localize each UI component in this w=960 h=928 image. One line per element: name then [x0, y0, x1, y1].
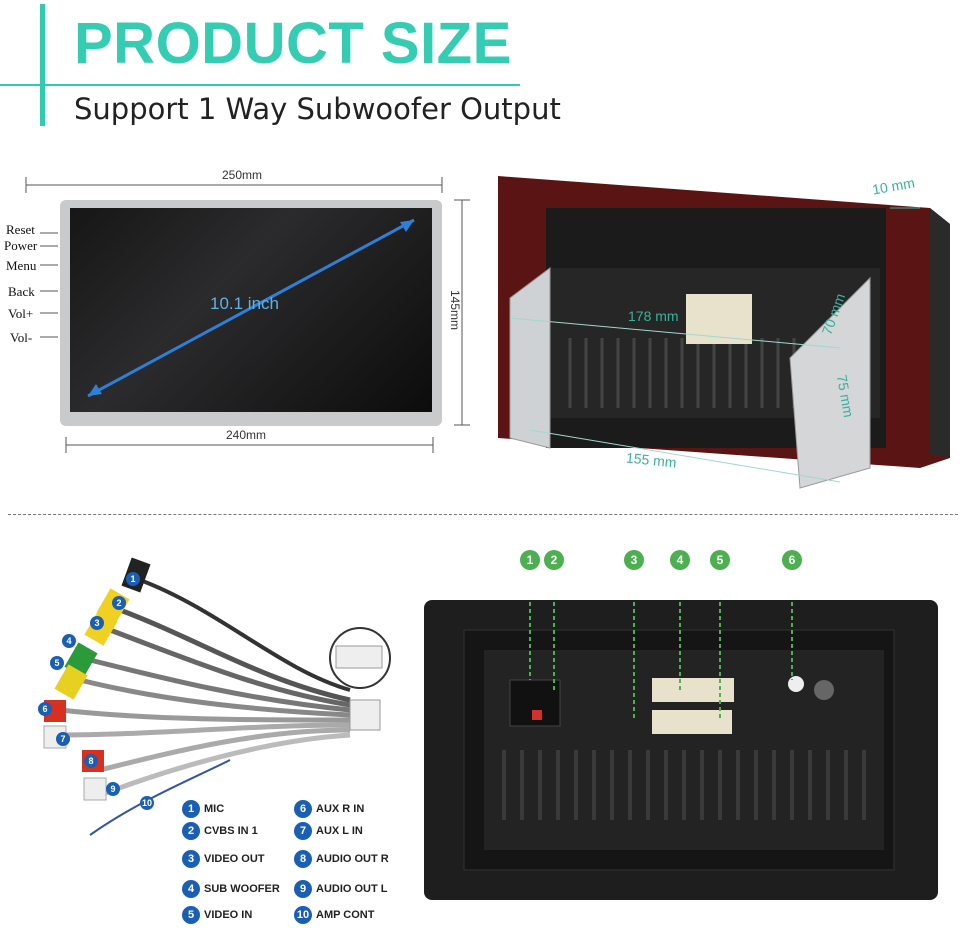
- legend-num-2: 2: [182, 822, 200, 840]
- legend-label-10: AMP CONT: [316, 909, 375, 921]
- legend-label-8: AUDIO OUT R: [316, 853, 389, 865]
- wire-number-7: 7: [56, 732, 70, 746]
- button-voldown-label: Vol-: [10, 330, 33, 345]
- screen-size-label: 10.1 inch: [210, 294, 279, 313]
- width-bottom-label: 240mm: [226, 428, 267, 442]
- legend-num-7: 7: [294, 822, 312, 840]
- legend-label-2: CVBS IN 1: [204, 825, 258, 837]
- height-label: 145mm: [448, 290, 462, 331]
- wire-number-5: 5: [50, 656, 64, 670]
- front-dimension-lines: [25, 177, 470, 453]
- legend-item-1: 1 MIC: [182, 800, 224, 818]
- port-callout-5: 5: [710, 550, 730, 570]
- wire-number-2: 2: [112, 596, 126, 610]
- wire-number-1: 1: [126, 572, 140, 586]
- legend-item-5: 5 VIDEO IN: [182, 906, 252, 924]
- port-callout-1: 1: [520, 550, 540, 570]
- header-accent-bar: [40, 4, 45, 126]
- port-callout-3: 3: [624, 550, 644, 570]
- legend-item-4: 4 SUB WOOFER: [182, 880, 280, 898]
- button-back-label: Back: [8, 284, 35, 299]
- port-callout-4: 4: [670, 550, 690, 570]
- legend-label-3: VIDEO OUT: [204, 853, 265, 865]
- legend-num-10: 10: [294, 906, 312, 924]
- button-power-label: Power: [4, 238, 38, 253]
- back-ports-view: [424, 600, 938, 900]
- screen-diagonal-arrow: [87, 218, 415, 398]
- back-view-cage: [498, 176, 950, 489]
- legend-item-6: 6 AUX R IN: [294, 800, 364, 818]
- wire-number-6: 6: [38, 702, 52, 716]
- legend-label-9: AUDIO OUT L: [316, 883, 388, 895]
- page-subtitle: Support 1 Way Subwoofer Output: [74, 92, 561, 126]
- legend-num-3: 3: [182, 850, 200, 868]
- page-title: PRODUCT SIZE: [74, 11, 512, 76]
- legend-label-4: SUB WOOFER: [204, 883, 280, 895]
- wire-number-4: 4: [62, 634, 76, 648]
- wire-harness: [43, 557, 391, 836]
- port-callout-6: 6: [782, 550, 802, 570]
- legend-item-3: 3 VIDEO OUT: [182, 850, 265, 868]
- legend-item-8: 8 AUDIO OUT R: [294, 850, 389, 868]
- width-top-label: 250mm: [222, 168, 263, 182]
- frame-width-label: 178 mm: [628, 308, 679, 324]
- legend-item-9: 9 AUDIO OUT L: [294, 880, 388, 898]
- legend-item-2: 2 CVBS IN 1: [182, 822, 258, 840]
- section-divider: [8, 514, 958, 515]
- button-reset-label: Reset: [6, 222, 35, 237]
- wire-number-9: 9: [106, 782, 120, 796]
- legend-item-10: 10 AMP CONT: [294, 906, 374, 924]
- legend-num-1: 1: [182, 800, 200, 818]
- legend-num-4: 4: [182, 880, 200, 898]
- wire-number-8: 8: [84, 754, 98, 768]
- legend-num-8: 8: [294, 850, 312, 868]
- button-menu-label: Menu: [6, 258, 37, 273]
- header-underline: [0, 84, 520, 86]
- legend-item-7: 7 AUX L IN: [294, 822, 363, 840]
- legend-label-6: AUX R IN: [316, 803, 365, 815]
- legend-num-9: 9: [294, 880, 312, 898]
- legend-num-5: 5: [182, 906, 200, 924]
- legend-label-7: AUX L IN: [316, 825, 363, 837]
- legend-num-6: 6: [294, 800, 312, 818]
- port-callout-2: 2: [544, 550, 564, 570]
- wire-number-10: 10: [140, 796, 154, 810]
- wire-number-3: 3: [90, 616, 104, 630]
- button-volup-label: Vol+: [8, 306, 34, 321]
- legend-label-1: MIC: [204, 803, 225, 815]
- legend-label-5: VIDEO IN: [204, 909, 253, 921]
